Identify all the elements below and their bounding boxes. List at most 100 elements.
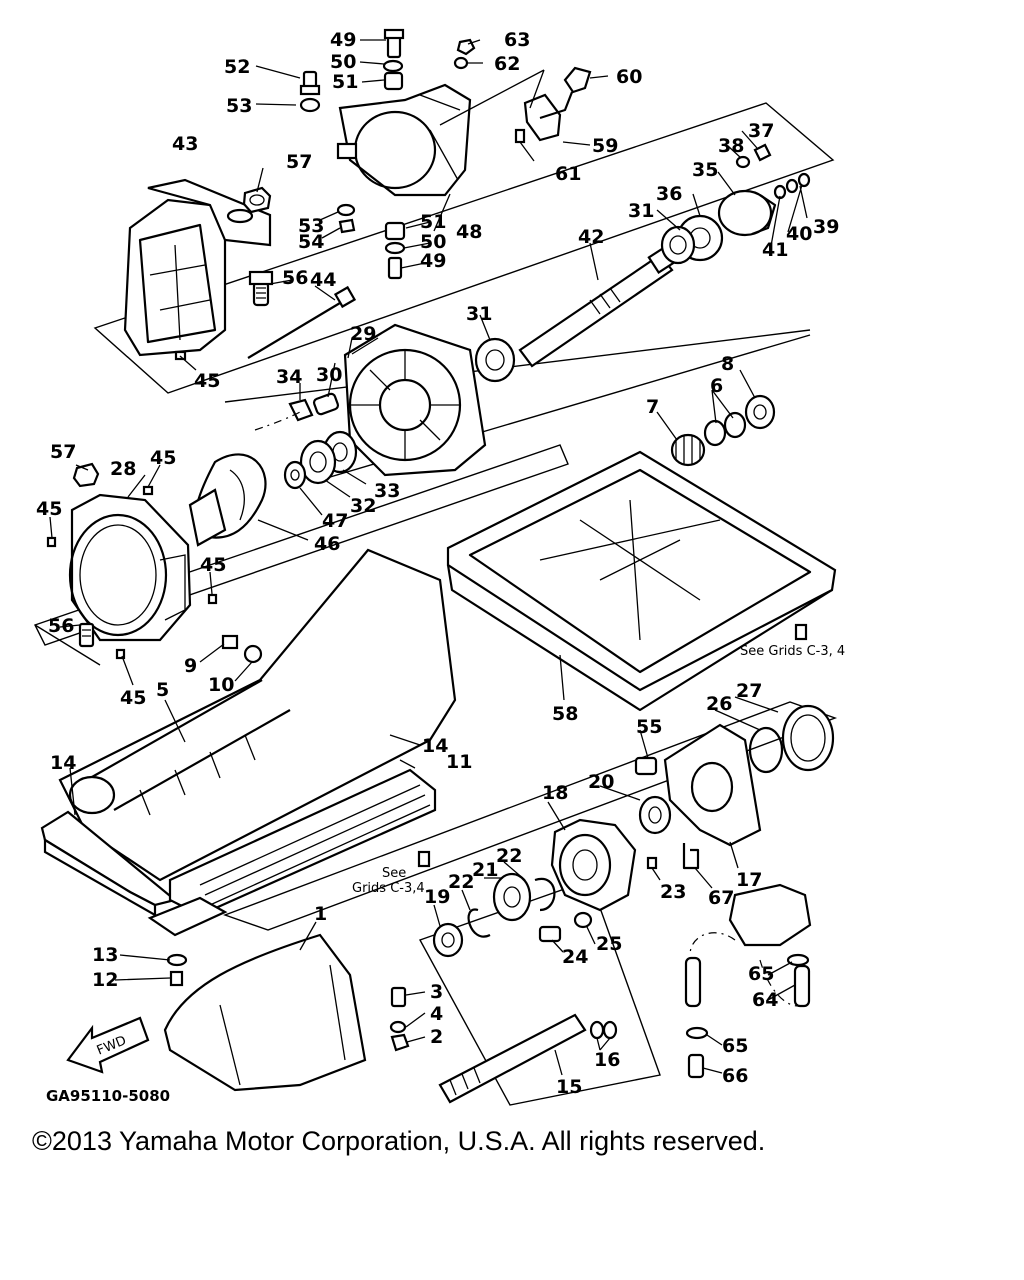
callout-40: 40 <box>786 223 812 245</box>
part-57-nut-upper <box>242 186 272 214</box>
part-29-impeller-housing <box>343 323 487 477</box>
callout-3: 3 <box>430 981 443 1003</box>
callout-29: 29 <box>350 323 376 345</box>
callout-59: 59 <box>592 135 618 157</box>
callout-2: 2 <box>430 1026 443 1048</box>
part-49-bolt-lower <box>387 256 403 280</box>
part-38-washer <box>735 155 751 169</box>
part-23-pin <box>646 856 658 870</box>
part-43-pump-housing <box>123 178 272 357</box>
part-50-washer-lower <box>384 241 406 255</box>
callout-52: 52 <box>224 56 250 78</box>
frame-shaft-group <box>418 879 661 1106</box>
callout-60: 60 <box>616 66 642 88</box>
part-39-nut <box>785 178 799 194</box>
callout-19: 19 <box>424 886 450 908</box>
callout-49-top: 49 <box>330 29 356 51</box>
part-47-washer <box>283 460 307 490</box>
part-53-washer-top <box>299 97 321 113</box>
part-58-ride-plate <box>446 450 837 712</box>
part-31-bearing-lower <box>474 337 516 383</box>
part-66-fitting <box>687 1053 705 1079</box>
callout-49-lower: 49 <box>420 250 446 272</box>
part-1-cover <box>163 933 367 1092</box>
callout-20: 20 <box>588 771 614 793</box>
callout-36: 36 <box>656 183 682 205</box>
callout-18: 18 <box>542 782 568 804</box>
part-54-nut <box>338 218 356 234</box>
callout-45-c: 45 <box>36 498 62 520</box>
part-61-pin <box>514 128 526 144</box>
part-51-collar-top <box>383 71 404 91</box>
part-18-housing <box>550 818 637 912</box>
callout-55: 55 <box>636 716 662 738</box>
frame-upper-group <box>93 102 835 394</box>
part-40-washer <box>797 172 811 188</box>
callout-23: 23 <box>660 881 686 903</box>
part-4-washer <box>389 1020 407 1034</box>
part-51-collar-lower <box>384 221 406 241</box>
callout-22-right: 22 <box>496 845 522 867</box>
part-45-pin-a <box>174 350 187 361</box>
part-14-duct-base <box>40 810 178 917</box>
part-56-bolt-upper <box>248 270 274 307</box>
part-15-shaft <box>438 1013 587 1104</box>
part-13-washer <box>166 953 188 967</box>
callout-51-lower: 51 <box>420 211 446 233</box>
callout-65-upper: 65 <box>748 963 774 985</box>
callout-45-b: 45 <box>150 447 176 469</box>
see-grids-note-left-line1: See <box>382 866 406 881</box>
callout-10: 10 <box>208 674 234 696</box>
callout-62: 62 <box>494 53 520 75</box>
callout-50-top: 50 <box>330 51 356 73</box>
callout-56-lower: 56 <box>48 615 74 637</box>
callout-35: 35 <box>692 159 718 181</box>
frame-edge <box>34 624 101 666</box>
part-27-seal-ring <box>781 704 835 772</box>
callout-8: 8 <box>721 353 734 375</box>
callout-45-e: 45 <box>120 687 146 709</box>
part-44-stud <box>247 285 357 359</box>
dashed-lead <box>254 411 301 431</box>
part-57-nut-lower <box>72 462 100 488</box>
callout-17: 17 <box>736 869 762 891</box>
callout-47: 47 <box>322 510 348 532</box>
callout-25: 25 <box>596 933 622 955</box>
callout-57-upper: 57 <box>286 151 312 173</box>
part-6-bearing <box>703 411 747 447</box>
part-62-washer <box>453 56 469 70</box>
part-9-bolt <box>221 634 239 650</box>
callout-51-top: 51 <box>332 71 358 93</box>
callout-27: 27 <box>736 680 762 702</box>
callout-6: 6 <box>710 375 723 397</box>
callout-64: 64 <box>752 989 778 1011</box>
callout-46: 46 <box>314 533 340 555</box>
callout-26: 26 <box>706 693 732 715</box>
callout-66: 66 <box>722 1065 748 1087</box>
part-30-spacer <box>312 392 340 416</box>
callout-31-upper: 31 <box>628 200 654 222</box>
part-48-nozzle <box>336 83 472 197</box>
callout-38: 38 <box>718 135 744 157</box>
hose-dashed-left <box>689 932 736 956</box>
part-55-bolt <box>634 756 658 776</box>
callout-32: 32 <box>350 495 376 517</box>
callout-15: 15 <box>556 1076 582 1098</box>
callout-53-top: 53 <box>226 95 252 117</box>
callout-45-d: 45 <box>200 554 226 576</box>
drawing-code: GA95110-5080 <box>46 1087 170 1105</box>
part-42-drive-shaft <box>518 243 679 368</box>
part-16-o-ring-a <box>589 1020 605 1040</box>
part-64-hose-left <box>684 956 702 1008</box>
callout-50-lower: 50 <box>420 231 446 253</box>
part-37-bolt <box>753 143 772 162</box>
part-45-pin-d <box>207 593 218 605</box>
part-16-o-ring-b <box>602 1020 618 1040</box>
part-2-nut <box>390 1033 410 1052</box>
part-31-bearing-upper <box>660 225 696 265</box>
part-46-impeller <box>188 453 267 547</box>
callout-4: 4 <box>430 1003 443 1025</box>
part-52-bolt <box>299 70 321 96</box>
part-45-pin-e <box>115 648 126 660</box>
part-20-seal <box>638 795 672 835</box>
